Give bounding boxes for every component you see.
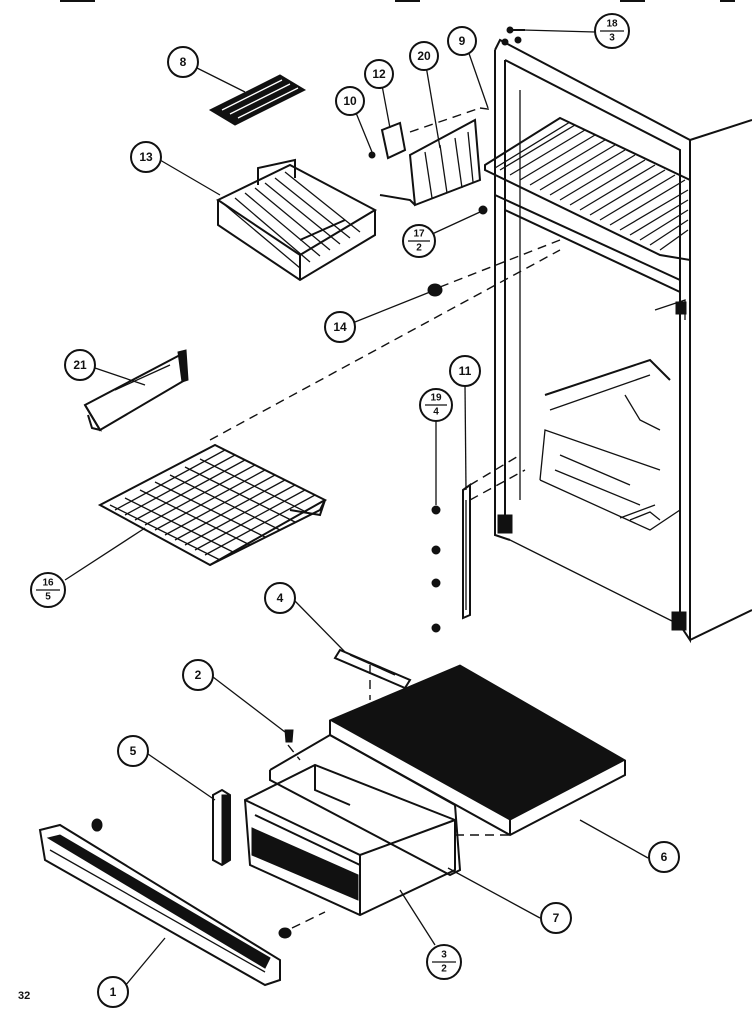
callout-10-label: 10 — [343, 94, 357, 108]
callout-1-label: 1 — [110, 985, 117, 999]
callout-12: 12 — [364, 59, 394, 89]
ice-tray-part — [208, 74, 307, 126]
callout-11-label: 11 — [459, 364, 472, 378]
refrigerator-cabinet — [484, 26, 752, 644]
callout-4: 4 — [264, 582, 296, 614]
callout-18-3: 18 3 — [594, 13, 630, 49]
callout-20: 20 — [409, 41, 439, 71]
shelf-rail-part — [431, 454, 526, 633]
control-knob-part — [209, 205, 561, 441]
callout-7: 7 — [540, 902, 572, 934]
fresh-food-shelf-part — [97, 443, 328, 567]
callout-14: 14 — [324, 311, 356, 343]
grille-part — [38, 818, 326, 987]
freezer-basket-part — [215, 158, 378, 282]
callout-4-label: 4 — [277, 591, 284, 605]
callout-10: 10 — [335, 86, 365, 116]
freezer-shelf-grid — [499, 124, 689, 251]
screw-part — [284, 729, 301, 761]
callout-17-2-den: 2 — [416, 243, 422, 254]
crisper-drawer-part — [243, 763, 510, 917]
ice-bracket-parts — [368, 107, 496, 207]
callout-21: 21 — [64, 349, 96, 381]
callout-8-label: 8 — [180, 55, 187, 69]
callout-16-5-num: 16 — [42, 578, 54, 589]
callout-21-label: 21 — [73, 358, 87, 372]
callout-18-3-den: 3 — [609, 33, 615, 44]
callout-19-4: 19 4 — [419, 388, 453, 422]
page-number: 32 — [18, 990, 31, 1002]
leader-lines — [64, 29, 649, 987]
callout-2-label: 2 — [195, 668, 202, 682]
callout-5-label: 5 — [130, 744, 137, 758]
callout-1: 1 — [97, 976, 129, 1008]
callout-2: 2 — [182, 659, 214, 691]
crisper-cover-part — [269, 664, 627, 877]
callout-17-2-num: 17 — [413, 229, 425, 240]
callout-7-label: 7 — [553, 911, 560, 925]
callout-8: 8 — [167, 46, 199, 78]
callout-12-label: 12 — [372, 67, 386, 81]
callout-16-5-den: 5 — [45, 592, 51, 603]
callout-5: 5 — [117, 735, 149, 767]
callout-9: 9 — [447, 26, 477, 56]
callout-14-label: 14 — [333, 320, 347, 334]
callout-13-label: 13 — [139, 150, 153, 164]
callout-19-4-den: 4 — [433, 407, 439, 418]
callout-20-label: 20 — [417, 49, 431, 63]
callout-3-2: 3 2 — [426, 944, 462, 980]
dairy-bin-part — [83, 349, 189, 432]
callout-3-2-num: 3 — [441, 950, 447, 961]
callout-16-5: 16 5 — [30, 572, 66, 608]
callout-17-2: 17 2 — [402, 224, 436, 258]
callout-6-label: 6 — [661, 850, 668, 864]
callout-18-3-num: 18 — [606, 19, 618, 30]
callout-19-4-num: 19 — [430, 393, 442, 404]
callout-6: 6 — [648, 841, 680, 873]
callout-9-label: 9 — [459, 34, 466, 48]
callout-11: 11 — [449, 355, 481, 387]
callout-3-2-den: 2 — [441, 964, 447, 975]
callout-13: 13 — [130, 141, 162, 173]
center-support-part — [212, 788, 231, 867]
